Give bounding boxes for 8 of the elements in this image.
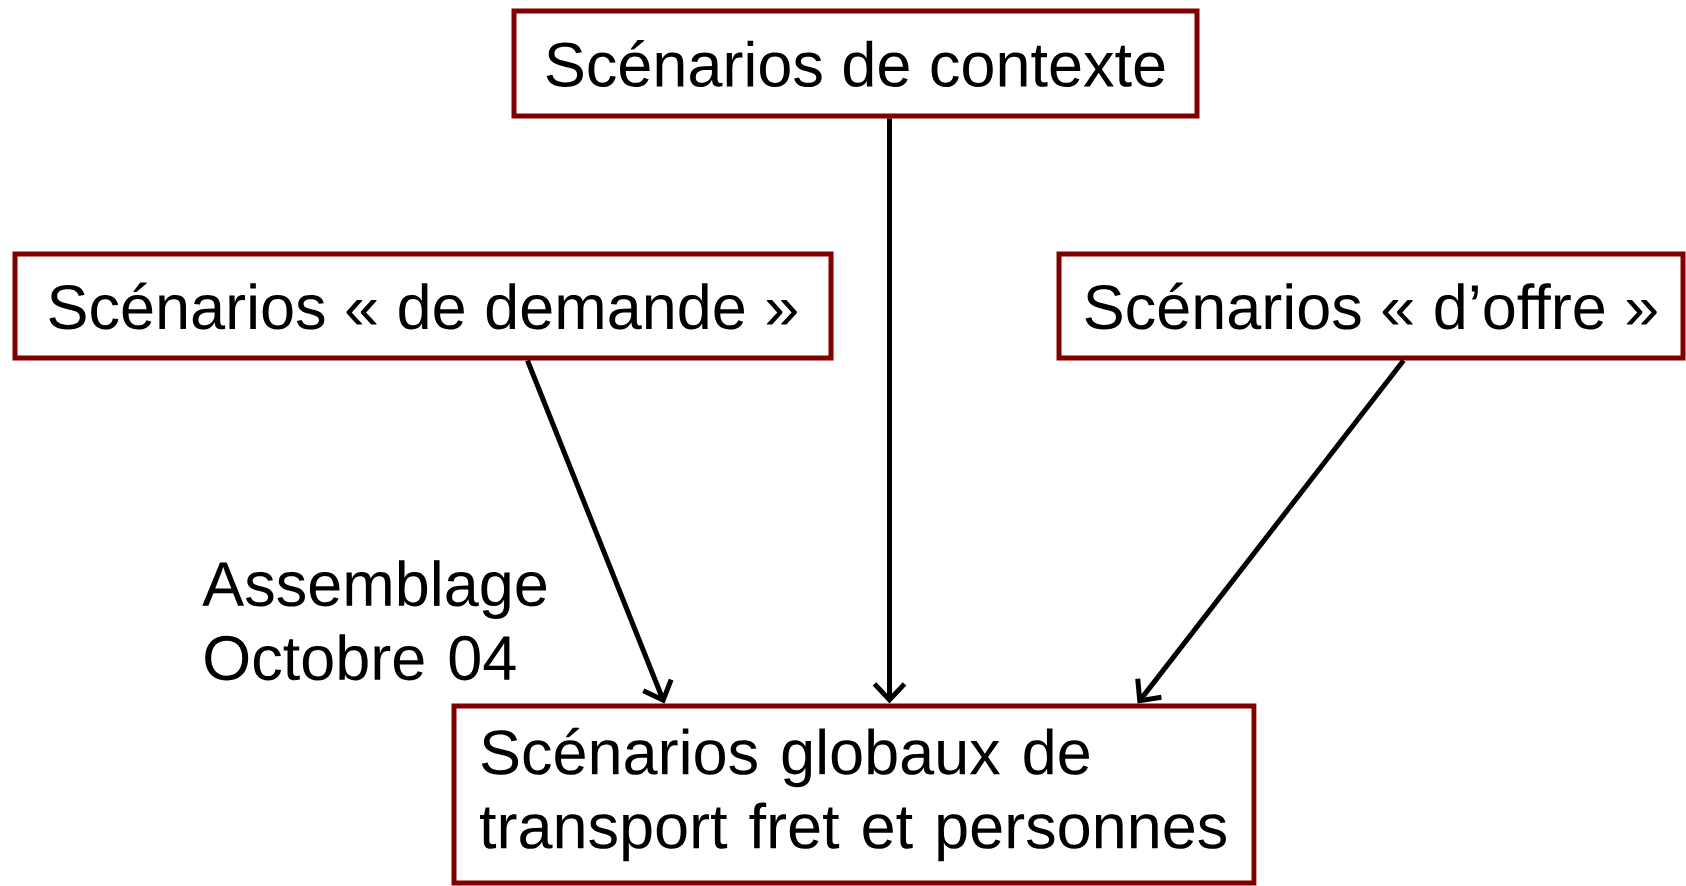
- arrow: [1135, 358, 1406, 704]
- arrow: [872, 118, 907, 704]
- process-box: Scénarios de contexte: [511, 8, 1200, 119]
- process-box: Scénarios globaux de transport fret et personnes: [451, 703, 1257, 886]
- arrow: [525, 359, 674, 704]
- process-box: Scénarios « de demande »: [12, 251, 834, 361]
- note-text: Assemblage Octobre 04: [202, 560, 547, 681]
- process-box: Scénarios « d’offre »: [1056, 251, 1686, 361]
